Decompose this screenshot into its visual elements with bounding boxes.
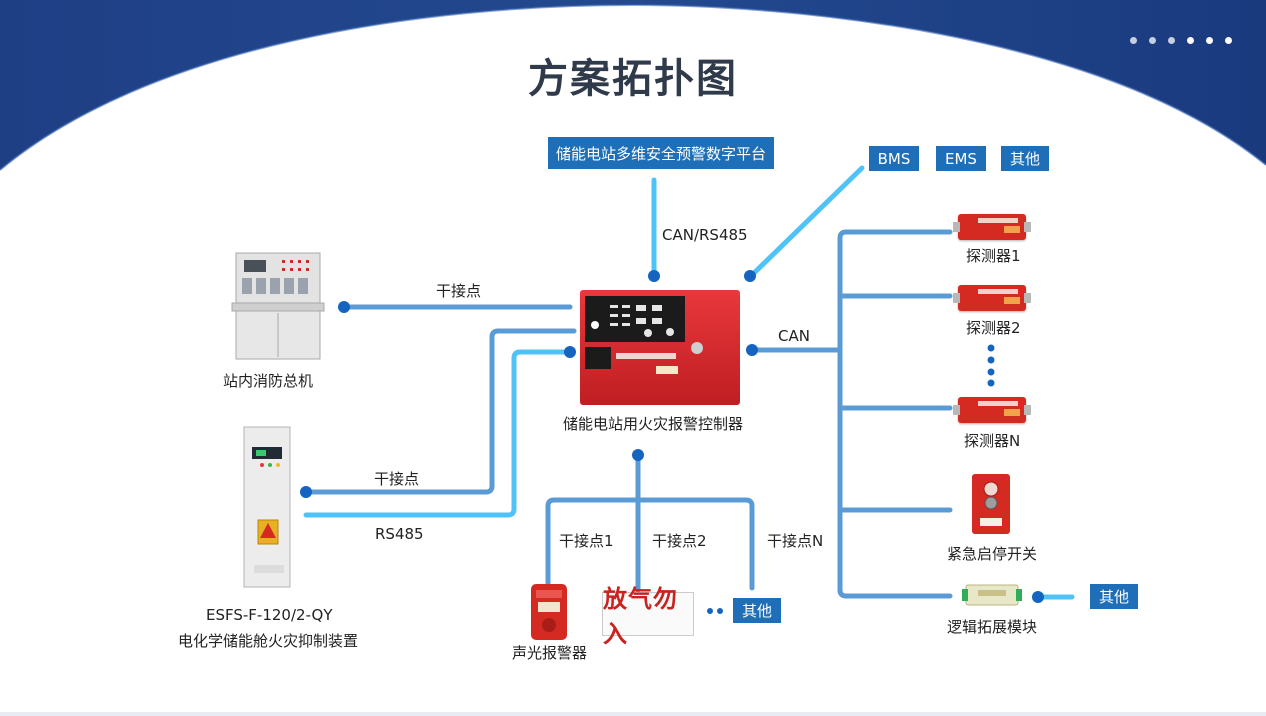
logic-expansion-module — [962, 584, 1022, 606]
detector-2-device — [953, 285, 1031, 311]
dry-contact-n-label: 干接点N — [767, 532, 824, 550]
page-dot — [1149, 37, 1156, 44]
dry-contact-2-label: 干接点2 — [652, 532, 707, 550]
page-dot — [1225, 37, 1232, 44]
detector-1-label: 探测器1 — [966, 247, 1021, 265]
sound-light-alarm — [531, 584, 567, 640]
logic-module-label: 逻辑拓展模块 — [947, 618, 1038, 636]
page-indicator — [1130, 37, 1232, 44]
alarm-label: 声光报警器 — [512, 644, 588, 662]
platform-box: 储能电站多维安全预警数字平台 — [548, 137, 774, 169]
other-logic-box: 其他 — [1090, 584, 1138, 609]
suppression-name-label: 电化学储能舱火灾抑制装置 — [178, 632, 359, 650]
controller-label: 储能电站用火灾报警控制器 — [563, 415, 744, 433]
other-bottom-box: 其他 — [733, 598, 781, 623]
can-rs485-label: CAN/RS485 — [662, 226, 748, 244]
detector-2-label: 探测器2 — [966, 319, 1021, 337]
detector-1-device — [953, 214, 1031, 240]
page-dot — [1187, 37, 1194, 44]
bms-box: BMS — [869, 146, 919, 171]
suppression-model-label: ESFS-F-120/2-QY — [206, 606, 333, 624]
connection-dots — [300, 270, 1044, 614]
page-dot — [1130, 37, 1137, 44]
ems-box: EMS — [936, 146, 986, 171]
no-entry-sign: 放气勿入 — [602, 584, 694, 648]
fire-alarm-controller — [580, 290, 740, 405]
dry-contact-label: 干接点 — [436, 282, 482, 300]
dry-contact-1-label: 干接点1 — [559, 532, 614, 550]
suppression-cabinet — [243, 426, 291, 588]
connection-lines — [303, 165, 1075, 600]
fire-host-label: 站内消防总机 — [223, 372, 314, 390]
detector-n-label: 探测器N — [964, 432, 1021, 450]
fire-host-cabinet — [231, 252, 325, 360]
dry-contact-label: 干接点 — [374, 470, 420, 488]
detector-n-device — [953, 397, 1031, 423]
emergency-stop-box — [972, 474, 1010, 534]
page-title: 方案拓扑图 — [528, 56, 738, 102]
page-dot — [1168, 37, 1175, 44]
page-dot — [1206, 37, 1213, 44]
estop-label: 紧急启停开关 — [947, 545, 1038, 563]
other-top-box: 其他 — [1001, 146, 1049, 171]
rs485-label: RS485 — [375, 525, 424, 543]
can-label: CAN — [778, 327, 810, 345]
